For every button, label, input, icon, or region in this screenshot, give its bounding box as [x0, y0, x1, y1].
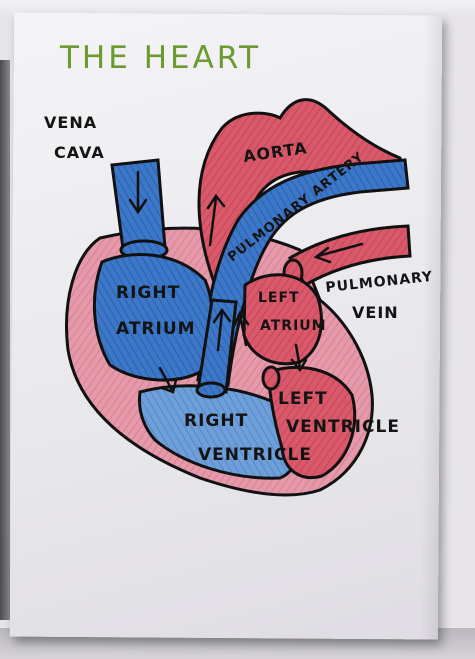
label-left-atrium-line1: LEFT [258, 290, 300, 306]
label-left-ventricle-line2: VENTRICLE [286, 417, 400, 437]
right-atrium [94, 255, 212, 381]
label-right-atrium-line1: RIGHT [116, 283, 180, 303]
label-right-ventricle-line2: VENTRICLE [198, 445, 312, 465]
label-vena-cava-line2: CAVA [54, 143, 105, 162]
label-pulmonary-vein-line1: PULMONARY [325, 269, 434, 296]
label-left-ventricle-line1: LEFT [278, 389, 328, 409]
mitral-valve [263, 367, 279, 389]
label-left-atrium-line2: ATRIUM [260, 318, 327, 334]
diagram-title: THE HEART [59, 40, 261, 76]
label-right-atrium-line2: ATRIUM [116, 319, 196, 339]
label-pulmonary-vein-line2: VEIN [352, 303, 399, 322]
label-right-ventricle-line1: RIGHT [184, 411, 248, 431]
pulmonary-valve [197, 383, 225, 397]
label-vena-cava-line1: VENA [44, 113, 97, 132]
